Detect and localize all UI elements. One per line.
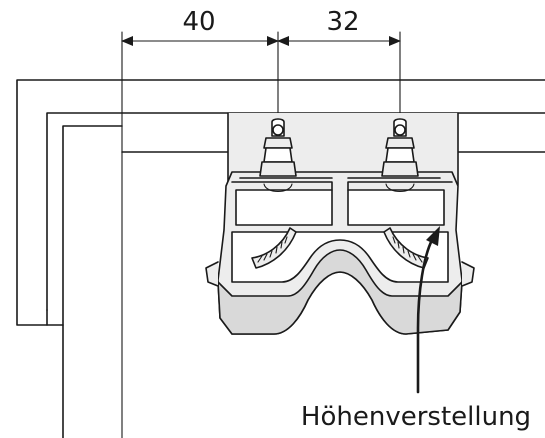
dimension-label-40: 40 (182, 7, 215, 37)
callout-arrow (416, 226, 440, 394)
dimension-label-32: 32 (326, 7, 359, 37)
height-adjust-right (383, 227, 429, 269)
carrier-body (205, 112, 475, 335)
stud-left (259, 118, 297, 193)
dimension-system: 40 32 (121, 7, 401, 438)
stud-right (381, 118, 419, 193)
callout-label: Höhenverstellung (301, 402, 531, 432)
height-adjust-left (251, 227, 297, 269)
